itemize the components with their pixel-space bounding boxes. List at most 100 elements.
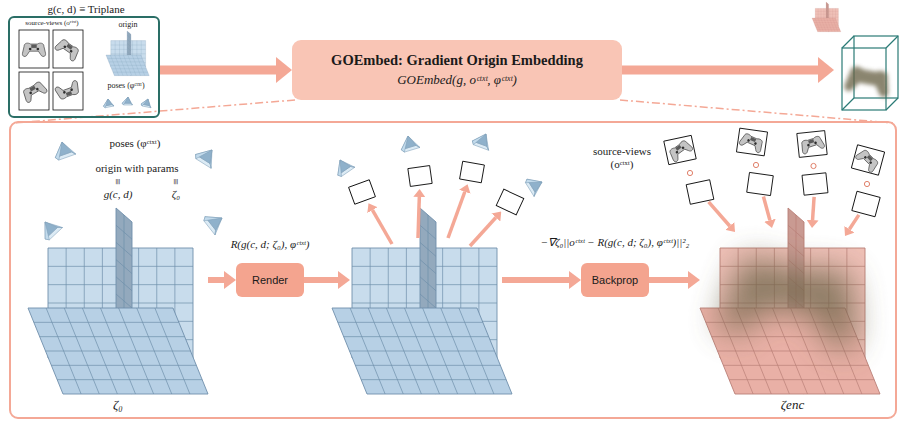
source-view-thumbnail — [53, 30, 83, 68]
gamepad-pad — [750, 137, 756, 142]
gamepad-body — [799, 135, 825, 154]
grid-line — [826, 13, 829, 15]
gamepad-pad — [867, 155, 873, 161]
equivalence-symbol: ≡ — [112, 176, 125, 186]
method-formula: GOEmbed(g, oᶜᵗˣᵗ, φᶜᵗˣᵗ) — [397, 73, 517, 88]
gamepad-stick — [807, 144, 810, 147]
frustum-face — [51, 142, 67, 161]
camera-frustum — [141, 98, 153, 108]
gamepad-body — [739, 132, 765, 153]
gamepad-image — [21, 80, 48, 103]
camera-frustum — [122, 97, 132, 105]
process-label: Render — [252, 274, 288, 287]
source-view-photo — [797, 131, 827, 158]
frustum-face — [102, 99, 109, 108]
frustum-face — [202, 209, 222, 228]
frustum-face — [398, 136, 412, 153]
grid-line — [127, 39, 131, 42]
gamepad-pad — [66, 91, 72, 96]
gamepad-stick — [869, 161, 873, 165]
grid-line — [34, 322, 179, 323]
triplane-label: ζ₀ — [28, 398, 208, 413]
grid-line — [110, 65, 145, 66]
gamepad-pad — [29, 86, 35, 92]
grid-line — [420, 260, 436, 274]
gamepad-body — [855, 148, 880, 173]
gamepad-image — [739, 132, 765, 153]
grid-line — [350, 351, 495, 352]
origin-triplane-node: ζ₀ — [28, 208, 208, 396]
encoded-triplane — [700, 208, 880, 394]
output-arrow — [622, 66, 818, 75]
connector-arrow — [208, 277, 224, 283]
gamepad-stick — [36, 87, 40, 91]
camera-frustum — [51, 139, 76, 161]
gamepad-body — [667, 139, 693, 163]
source-view-thumbnail — [19, 72, 49, 110]
grid-line — [420, 294, 436, 308]
triplane-plane — [332, 308, 512, 394]
equivalence-symbol: ≡ — [170, 176, 183, 186]
gamepad-stick — [69, 49, 73, 53]
grid-line — [57, 379, 202, 380]
camera-frustum — [471, 130, 493, 150]
gamepad-body — [21, 80, 48, 103]
gamepad-stick — [864, 156, 868, 160]
grid-line — [338, 322, 483, 323]
backprop-arrow — [709, 202, 730, 226]
annotation: source-views (oᶜᵗˣᵗ) — [582, 145, 662, 170]
origin-icon — [106, 31, 149, 76]
render-arrow — [372, 210, 392, 244]
method-title: GOEmbed: Gradient Origin Embedding — [331, 52, 583, 69]
source-view-thumbnail — [53, 72, 83, 110]
camera-frustum — [524, 173, 546, 196]
camera-frustum — [37, 216, 63, 242]
frustum-face — [398, 135, 416, 150]
image-frame-border — [19, 72, 49, 110]
render-arrow — [470, 218, 496, 246]
compare-symbol — [687, 170, 692, 175]
cube-edge — [886, 36, 898, 48]
grid-line — [815, 24, 838, 25]
formula-label: −∇ζ₀||oᶜᵗˣᵗ − R(g(c, d; ζ₀), φᶜᵗˣᵗ)||²₂ — [539, 236, 692, 249]
grid-line — [420, 277, 436, 291]
gamepad-image — [55, 80, 81, 100]
grid-line — [826, 10, 829, 12]
grid-line — [116, 277, 132, 291]
output-triplane-icon — [812, 2, 841, 32]
rendered-view — [496, 189, 524, 215]
gamepad-image — [22, 43, 45, 56]
cube-edge — [842, 98, 854, 110]
gamepad-pad — [808, 139, 814, 144]
grid-line — [127, 35, 131, 38]
grid-line — [127, 48, 131, 51]
gamepad-pad — [66, 44, 72, 50]
compare-symbol — [864, 181, 869, 186]
grid-line — [116, 260, 132, 274]
image-caption: origin — [96, 21, 160, 30]
grid-line — [813, 20, 836, 21]
backprop-arrow — [763, 197, 769, 221]
gamepad-stick — [63, 91, 66, 94]
grid-line — [51, 365, 196, 366]
gamepad-pad — [31, 45, 37, 48]
grid-line — [826, 8, 829, 10]
grid-line — [826, 16, 829, 18]
image-frame-border — [852, 191, 880, 217]
backprop-arrow — [813, 197, 815, 220]
gamepad-stick — [63, 45, 67, 49]
math-label: g(c, d) — [102, 188, 135, 201]
encoded-blob — [844, 65, 892, 98]
image-frame-border — [686, 180, 714, 205]
source-view-thumbnail — [19, 30, 49, 68]
cube-edge — [842, 36, 854, 48]
origin-triplane — [28, 208, 208, 394]
encoded-blob — [719, 255, 864, 351]
encoded-triplane-node: ζenc — [700, 208, 885, 396]
image-frame-border — [53, 30, 83, 68]
image-frame-border — [664, 135, 696, 164]
annotation: origin with params — [93, 162, 180, 175]
compare-symbol — [811, 163, 816, 168]
cube-edge — [854, 36, 898, 98]
zoom-guide — [620, 100, 893, 123]
